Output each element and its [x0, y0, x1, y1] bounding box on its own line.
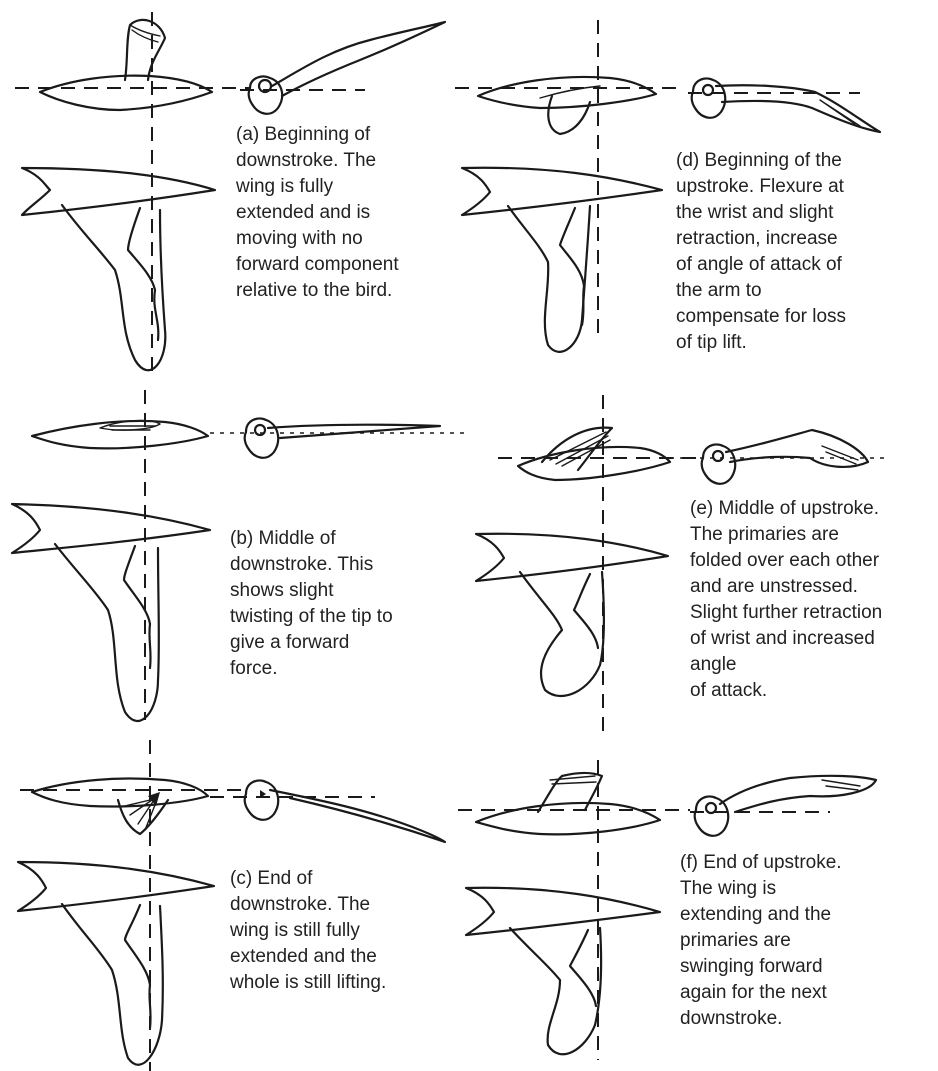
panel-c-top-view — [18, 862, 214, 1065]
panel-e-front-view — [660, 430, 890, 484]
panel-e-top-view — [476, 534, 668, 696]
panel-a-side-view — [15, 12, 250, 380]
panel-c-front-view — [210, 781, 445, 843]
panel-a-front-view — [240, 22, 445, 114]
panel-b-front-view — [210, 419, 465, 458]
caption-b: (b) Middle of downstroke. This shows sli… — [230, 526, 393, 682]
panel-d-front-view — [688, 79, 880, 133]
panel-d-side-view — [455, 20, 680, 340]
caption-f: (f) End of upstroke. The wing is extendi… — [680, 850, 842, 1032]
panel-e-side-view — [498, 395, 700, 740]
panel-d-top-view — [462, 168, 662, 352]
panel-b-side-view — [32, 390, 208, 720]
caption-a: (a) Beginning of downstroke. The wing is… — [236, 122, 399, 304]
panel-b-top-view — [12, 504, 210, 721]
panel-f-front-view — [690, 776, 876, 836]
panel-c-side-view — [20, 740, 250, 1071]
caption-c: (c) End of downstroke. The wing is still… — [230, 866, 386, 996]
panel-a-top-view — [22, 168, 215, 370]
caption-e: (e) Middle of upstroke. The primaries ar… — [690, 496, 882, 704]
caption-d: (d) Beginning of the upstroke. Flexure a… — [676, 148, 846, 356]
panel-f-top-view — [466, 888, 660, 1054]
